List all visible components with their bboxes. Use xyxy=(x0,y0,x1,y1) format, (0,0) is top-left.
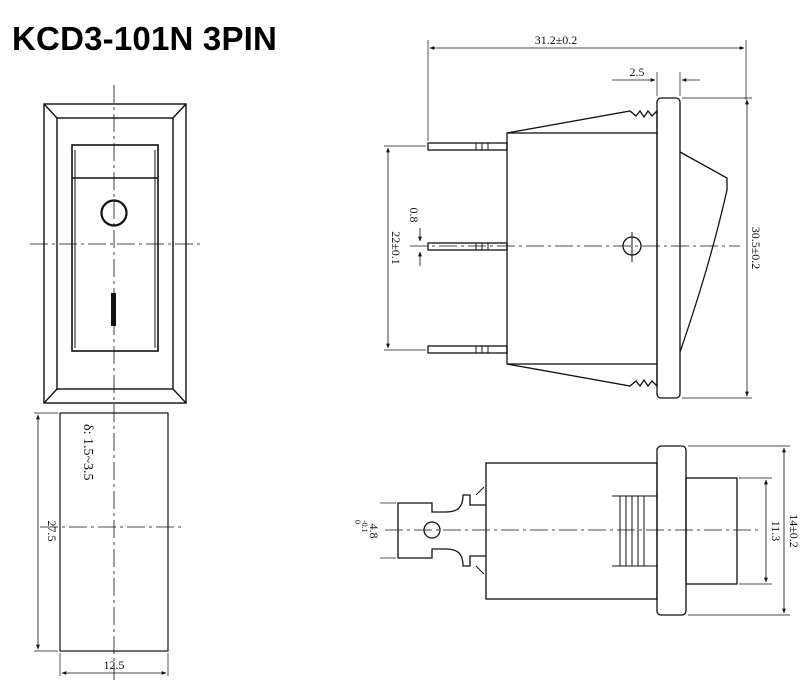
flange-width-label: 14±0.2 xyxy=(787,514,801,548)
cutout-height-label: 27.5 xyxy=(45,521,59,542)
front-view xyxy=(30,85,200,680)
pin-spacing-label: 22±0.1 xyxy=(389,231,403,265)
pin-thickness-label: 0.8 xyxy=(407,208,421,223)
body-width-label: 11.3 xyxy=(769,521,783,542)
side-view xyxy=(384,40,752,399)
overall-depth-label: 31.2±0.2 xyxy=(535,33,578,47)
panel-cutout-view xyxy=(34,412,185,676)
cutout-width-label: 12.5 xyxy=(104,658,125,672)
height-label: 30.5±0.2 xyxy=(749,227,763,270)
top-view xyxy=(380,445,790,616)
terminal-tol-upper-label: 0 xyxy=(353,520,362,524)
diagram-title: KCD3-101N 3PIN xyxy=(12,20,278,57)
terminal-width-label: 4.8 xyxy=(367,524,381,539)
terminal-tol-lower-label: -0.1 xyxy=(360,520,369,533)
flange-thickness-label: 2.5 xyxy=(630,65,645,79)
panel-thickness-label: δ: 1.5~3.5 xyxy=(80,424,95,481)
on-symbol-icon xyxy=(111,293,116,326)
